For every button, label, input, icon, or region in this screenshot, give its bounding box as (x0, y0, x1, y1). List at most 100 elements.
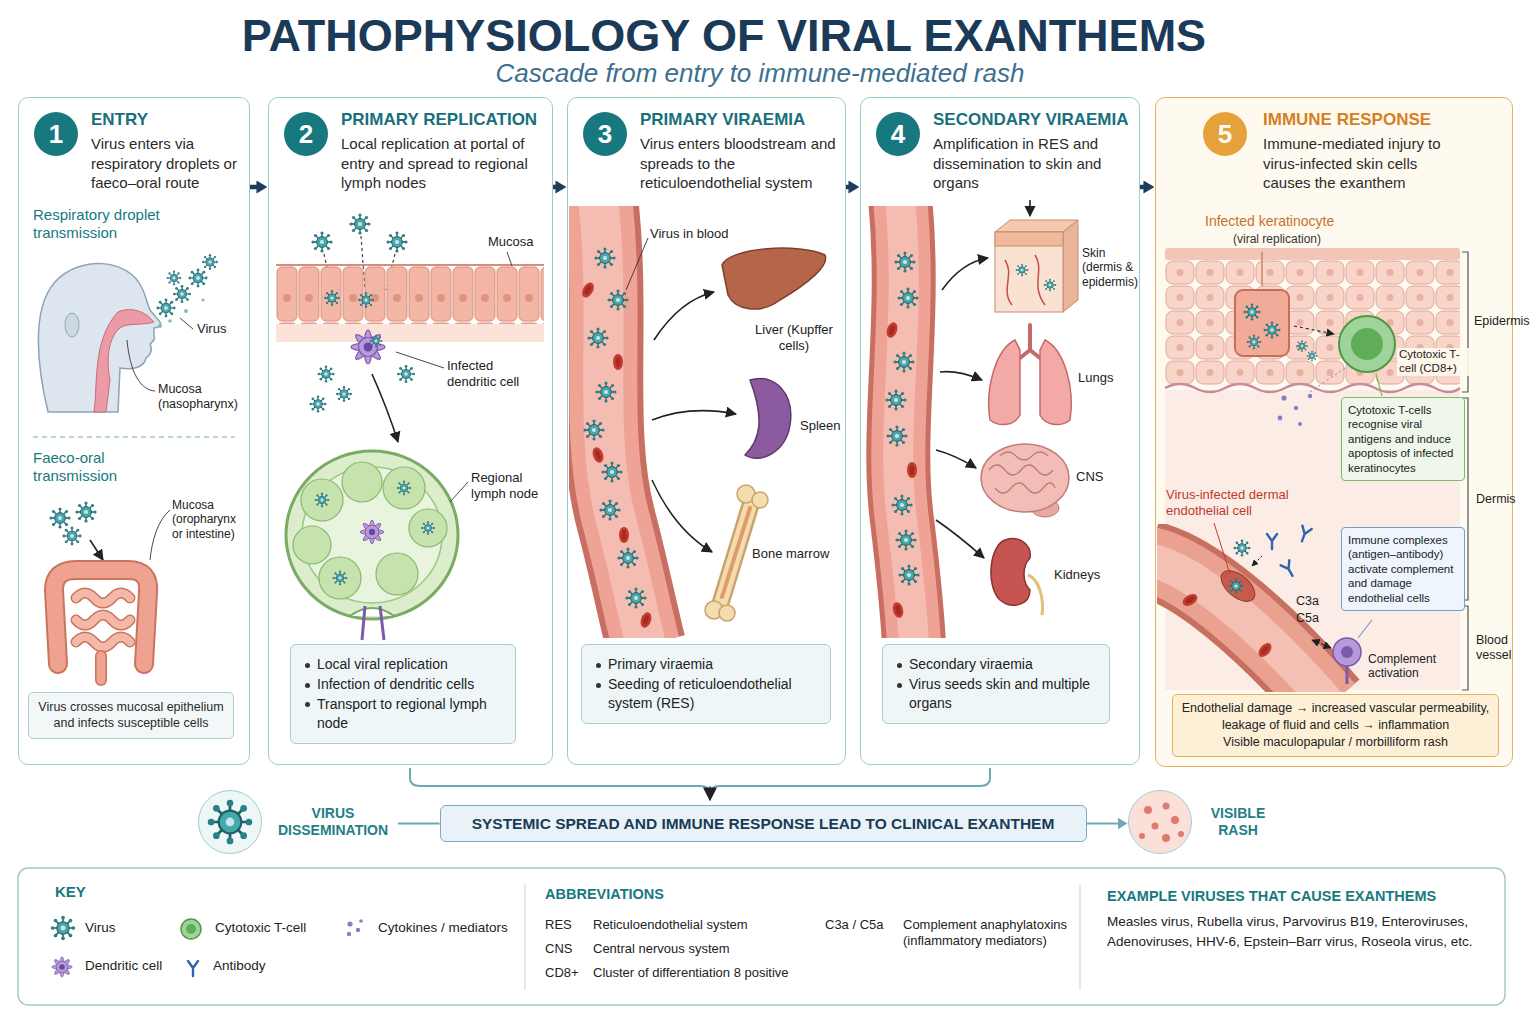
annotation-label: Mucosa (oropharynx or intestine) (172, 498, 250, 541)
replication-illustration (293, 526, 331, 564)
dissemination-illustration (886, 425, 907, 446)
entry-illustration (150, 510, 170, 560)
bullet-text: Local viral replication (317, 655, 507, 674)
viraemia-illustration (580, 206, 654, 638)
immune-illustration (1235, 290, 1289, 356)
replication-illustration (397, 365, 415, 383)
annotation-label: Mucosa (nasopharynx) (158, 382, 248, 412)
replication-illustration (301, 479, 343, 521)
annotation-label: Liver (Kupffer cells) (748, 322, 840, 353)
note-box: Virus crosses mucosal epithelium and inf… (28, 692, 234, 739)
annotation-label: Virus (197, 321, 226, 337)
viraemia-illustration (654, 292, 714, 340)
dissemination-illustration (898, 206, 914, 638)
viraemia-illustration (652, 411, 736, 420)
viraemia-illustration (722, 508, 750, 597)
viraemia-illustration (719, 605, 735, 621)
replication-illustration (358, 292, 374, 308)
legend-panel (18, 868, 1505, 1005)
replication-illustration (324, 236, 395, 290)
replication-illustration (383, 467, 425, 509)
annotation-label: Infected keratinocyte (1205, 213, 1334, 230)
callout-text: Immune complexes (antigen–antibody) acti… (1348, 533, 1458, 605)
callout-text: Cytotoxic T-cells recognise viral antige… (1348, 403, 1458, 475)
legend-panel (51, 916, 75, 940)
immune-illustration (1278, 394, 1313, 426)
legend-panel (188, 961, 198, 976)
replication-illustration (450, 482, 468, 502)
replication-illustration (421, 521, 435, 535)
callout-box: Cytotoxic T-cells recognise viral antige… (1341, 397, 1465, 481)
summary-bar: SYSTEMIC SPREAD AND IMMUNE RESPONSE LEAD… (440, 805, 1087, 842)
step-number-text: 2 (299, 121, 313, 147)
stage-panel: PRIMARY REPLICATIONLocal replication at … (268, 97, 553, 765)
entry-illustration (75, 501, 96, 522)
dissemination-illustration (1031, 499, 1059, 517)
replication-illustration (349, 213, 370, 234)
immune-illustration (1234, 540, 1251, 557)
step-number-text: 1 (49, 121, 63, 147)
legend-panel (524, 884, 525, 990)
legend-panel (1079, 884, 1080, 990)
dissemination-illustration (885, 389, 906, 410)
annotation-label: Faeco-oral transmission (33, 449, 193, 485)
viraemia-illustration (587, 327, 608, 348)
bottom-icons (1162, 834, 1170, 842)
annotation-label: Lungs (1078, 370, 1113, 386)
immune-illustration (1376, 374, 1382, 396)
bottom-icons (208, 800, 253, 845)
viraemia-illustration (619, 527, 629, 543)
immune-illustration (1278, 416, 1283, 421)
viraemia-illustration (607, 289, 628, 310)
entry-illustration (33, 254, 235, 680)
dissemination-illustration (936, 450, 976, 468)
entry-illustration (38, 263, 160, 412)
legend-panel (356, 928, 360, 932)
replication-illustration (319, 557, 361, 599)
flow-arrow (553, 185, 556, 190)
annotation-label: C3a (1296, 594, 1319, 609)
immune-illustration (1252, 556, 1262, 566)
step-number: 2 (284, 112, 328, 156)
viraemia-illustration (617, 547, 638, 568)
dissemination-illustration (995, 232, 1063, 312)
viraemia-illustration (722, 248, 826, 309)
bullet-text: Seeding of reticuloendothelial system (R… (608, 675, 822, 713)
replication-illustration (310, 396, 327, 413)
entry-illustration (173, 285, 191, 303)
immune-illustration (1297, 526, 1312, 544)
note-text: Virus crosses mucosal epithelium and inf… (37, 699, 225, 732)
immune-illustration (1157, 560, 1330, 692)
immune-illustration (1341, 646, 1353, 658)
entry-illustration (95, 656, 107, 680)
annotation-label: Epidermis (1474, 314, 1530, 329)
diagram-title: PATHOPHYSIOLOGY OF VIRAL EXANTHEMS (224, 10, 1224, 62)
entry-illustration (167, 271, 182, 286)
summary-text: SYSTEMIC SPREAD AND IMMUNE RESPONSE LEAD… (472, 815, 1055, 833)
dissemination-illustration (1016, 264, 1029, 277)
legend-panel (347, 921, 352, 926)
legend-panel (359, 919, 363, 923)
annotation-label: Cascade from entry to immune-mediated ra… (440, 58, 1080, 89)
entry-illustration (158, 324, 162, 328)
icon-caption: VIRUS DISSEMINATION (268, 805, 398, 840)
viraemia-illustration (580, 281, 597, 300)
summary-box: Local viral replicationInfection of dend… (290, 644, 516, 744)
entry-illustration (184, 309, 188, 313)
legend-panel (347, 919, 363, 936)
immune-illustration (1214, 523, 1230, 574)
entry-illustration (127, 340, 155, 391)
dissemination-illustration (895, 529, 916, 550)
dissemination-illustration (940, 372, 982, 380)
replication-illustration (372, 374, 398, 442)
annotation-label: Complement activation (1368, 652, 1448, 681)
annotation-label: EXAMPLE VIRUSES THAT CAUSE EXANTHEMS (1107, 888, 1436, 905)
dissemination-illustration (891, 601, 905, 619)
annotation-label: Mucosa (488, 234, 534, 250)
replication-illustration (276, 264, 544, 266)
replication-illustration (376, 553, 418, 595)
annotation-label: Skin (dermis & epidermis) (1082, 246, 1139, 289)
legend-panel (52, 957, 72, 977)
annotation-label: Complement anaphylatoxins (inflammatory … (903, 917, 1073, 948)
